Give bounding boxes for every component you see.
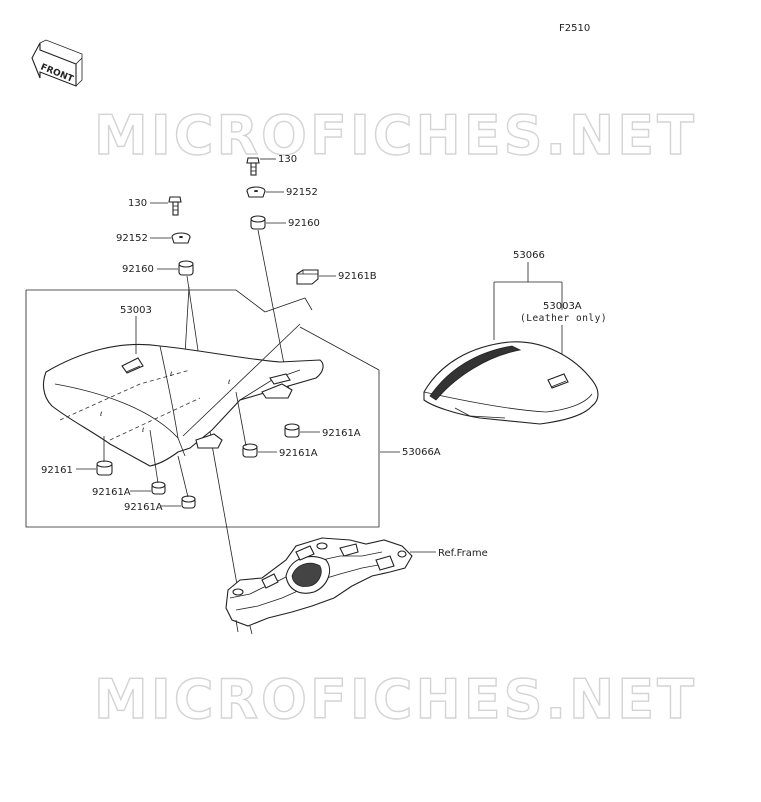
- bolt-right: [246, 157, 260, 176]
- label-pillion-note: (Leather only): [520, 313, 607, 324]
- label-damper-a-right: 92161A: [322, 428, 361, 439]
- label-damper-right: 92160: [288, 218, 320, 229]
- label-washer-right: 92152: [286, 187, 318, 198]
- watermark-top: MICROFICHES.NET: [94, 104, 697, 167]
- block-top: [296, 269, 319, 285]
- label-seat-cover: 53003: [120, 305, 152, 316]
- front-arrow-icon: FRONT: [31, 39, 83, 87]
- label-pillion-cover: 53003A: [543, 301, 582, 312]
- damper-a-low2: [181, 495, 196, 509]
- damper-plain: [96, 460, 113, 476]
- label-seat-assy: 53066A: [402, 447, 441, 458]
- rider-seat: ℓ ℓ ℓ ℓ: [42, 297, 324, 467]
- label-pillion-seat: 53066: [513, 250, 545, 261]
- washer-right: [246, 186, 266, 198]
- damper-a-mid: [242, 443, 258, 458]
- damper-a-low1: [151, 481, 166, 495]
- damper-a-right: [284, 423, 300, 438]
- watermark-bottom: MICROFICHES.NET: [94, 668, 697, 731]
- label-washer-left: 92152: [116, 233, 148, 244]
- label-bolt-right: 130: [278, 154, 297, 165]
- figure-code: F2510: [559, 23, 590, 34]
- label-damper-a-low2: 92161A: [124, 502, 163, 513]
- label-frame-ref: Ref.Frame: [438, 548, 488, 559]
- assembly-box: [25, 290, 380, 528]
- label-damper-plain: 92161: [41, 465, 73, 476]
- svg-text:ℓ: ℓ: [99, 411, 102, 418]
- bolt-left: [168, 196, 182, 216]
- svg-text:ℓ: ℓ: [227, 379, 230, 386]
- rear-frame: [225, 537, 413, 635]
- label-block-top: 92161B: [338, 271, 377, 282]
- label-damper-a-mid: 92161A: [279, 448, 318, 459]
- label-bolt-left: 130: [128, 198, 147, 209]
- svg-text:ℓ: ℓ: [141, 427, 144, 434]
- label-damper-left: 92160: [122, 264, 154, 275]
- damper-left: [178, 260, 194, 276]
- svg-text:ℓ: ℓ: [169, 371, 172, 378]
- damper-right: [250, 215, 266, 230]
- label-damper-a-low1: 92161A: [92, 487, 131, 498]
- pillion-seat: [423, 341, 599, 425]
- washer-left: [171, 232, 191, 244]
